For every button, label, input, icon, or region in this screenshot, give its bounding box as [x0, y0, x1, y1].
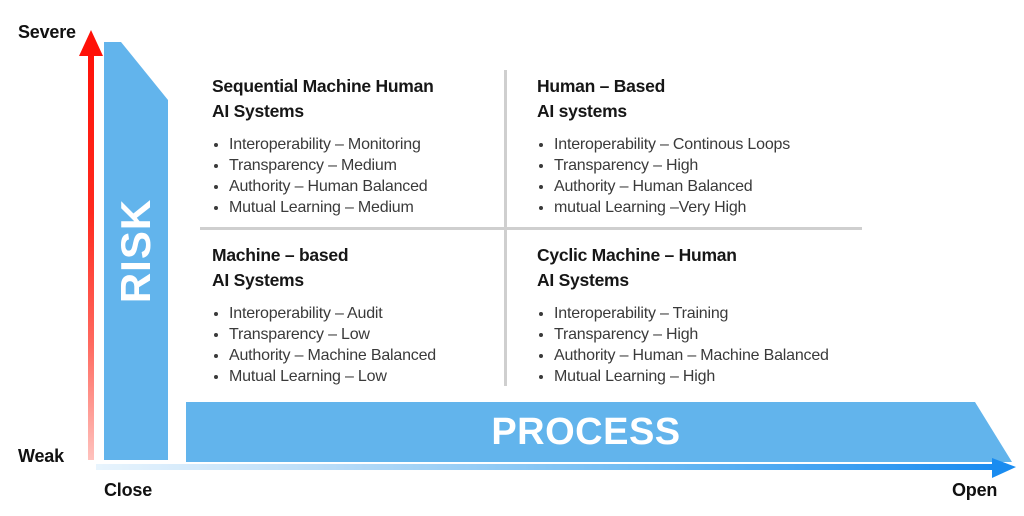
list-item: Transparency – High	[537, 324, 957, 345]
axis-label-open: Open	[952, 480, 998, 500]
list-item: Interoperability – Continous Loops	[537, 134, 957, 155]
list-item: Interoperability – Audit	[212, 303, 502, 324]
quadrant-top-left-list: Interoperability – Monitoring Transparen…	[212, 134, 502, 219]
quadrant-divider-horizontal	[200, 227, 862, 230]
quadrant-bottom-right-title-line2: AI Systems	[537, 269, 629, 290]
quadrant-bottom-left-title: Machine – based AI Systems	[212, 243, 502, 293]
list-item: Mutual Learning – Low	[212, 366, 502, 387]
axis-label-close: Close	[104, 480, 153, 500]
list-item: Authority – Human Balanced	[212, 176, 502, 197]
quadrant-bottom-left: Machine – based AI Systems Interoperabil…	[212, 243, 502, 388]
quadrant-top-right-list: Interoperability – Continous Loops Trans…	[537, 134, 957, 219]
quadrant-bottom-right-title: Cyclic Machine – Human AI Systems	[537, 243, 957, 293]
axis-label-weak: Weak	[18, 446, 64, 466]
quadrant-top-right-title-line1: Human – Based	[537, 76, 666, 96]
quadrant-bottom-right-list: Interoperability – Training Transparency…	[537, 303, 957, 388]
list-item: Authority – Machine Balanced	[212, 345, 502, 366]
quadrant-bottom-right-title-line1: Cyclic Machine – Human	[537, 245, 737, 265]
quadrant-bottom-left-title-line1: Machine – based	[212, 245, 349, 265]
list-item: Interoperability – Training	[537, 303, 957, 324]
quadrant-top-left: Sequential Machine Human AI Systems Inte…	[212, 74, 502, 219]
list-item: Transparency – High	[537, 155, 957, 176]
quadrant-top-left-title-line1: Sequential Machine Human	[212, 76, 434, 96]
process-band-shape	[186, 402, 1012, 462]
quadrant-bottom-right: Cyclic Machine – Human AI Systems Intero…	[537, 243, 957, 388]
list-item: Transparency – Medium	[212, 155, 502, 176]
axis-label-severe: Severe	[18, 22, 76, 42]
quadrant-bottom-left-title-line2: AI Systems	[212, 269, 304, 290]
list-item: mutual Learning –Very High	[537, 197, 957, 218]
list-item: Mutual Learning – Medium	[212, 197, 502, 218]
quadrant-top-right: Human – Based AI systems Interoperabilit…	[537, 74, 957, 219]
list-item: Interoperability – Monitoring	[212, 134, 502, 155]
quadrant-top-left-title: Sequential Machine Human AI Systems	[212, 74, 502, 124]
risk-band-shape	[104, 42, 168, 460]
risk-axis-arrow-icon	[78, 30, 104, 460]
quadrant-top-right-title: Human – Based AI systems	[537, 74, 957, 124]
list-item: Authority – Human Balanced	[537, 176, 957, 197]
quadrant-top-right-title-line2: AI systems	[537, 100, 627, 121]
list-item: Authority – Human – Machine Balanced	[537, 345, 957, 366]
list-item: Transparency – Low	[212, 324, 502, 345]
list-item: Mutual Learning – High	[537, 366, 957, 387]
quadrant-top-left-title-line2: AI Systems	[212, 100, 304, 121]
quadrant-bottom-left-list: Interoperability – Audit Transparency – …	[212, 303, 502, 388]
process-axis-arrow-icon	[96, 458, 1016, 480]
